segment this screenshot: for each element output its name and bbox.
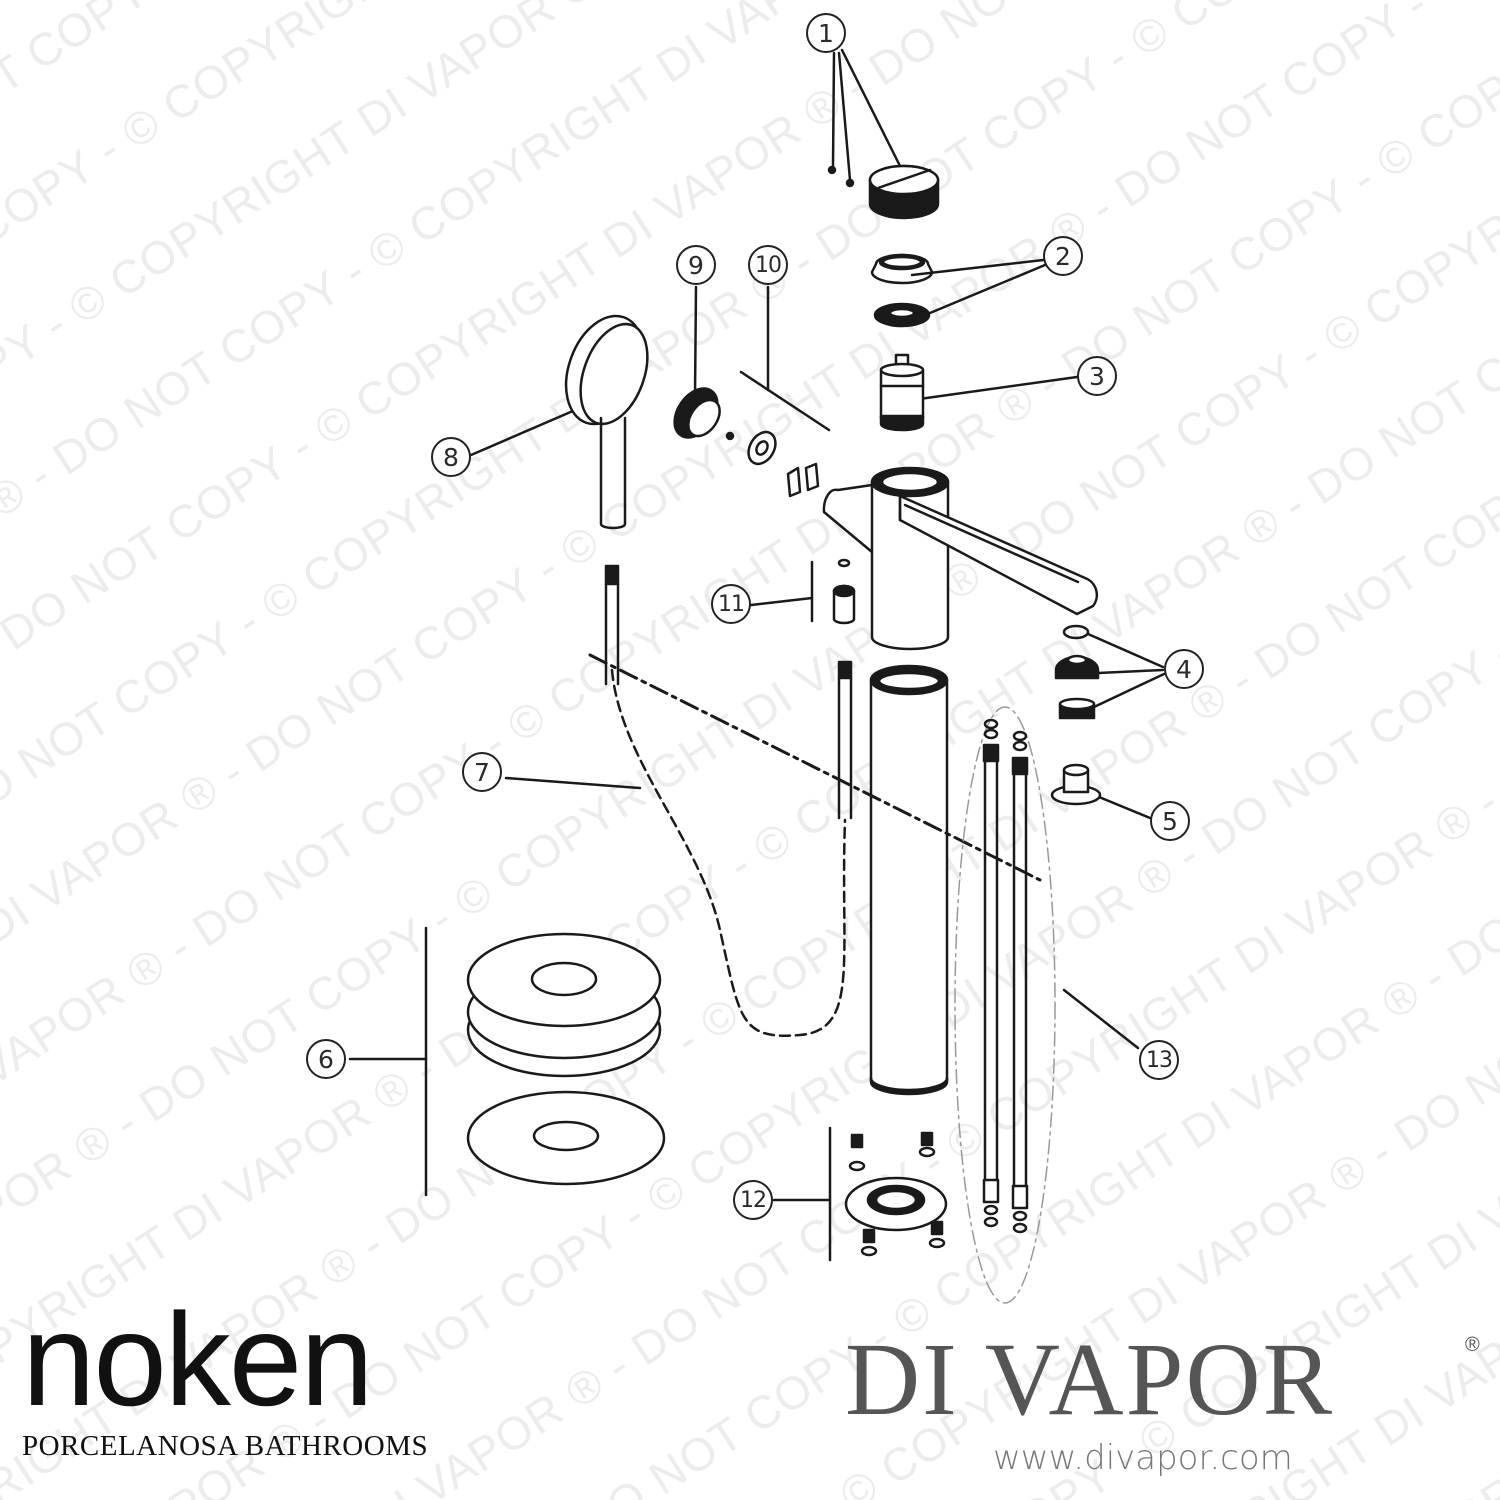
- callout-7[interactable]: 7: [462, 752, 502, 792]
- part-7-shower-hose[interactable]: [504, 668, 847, 1037]
- part-1-handle-cap[interactable]: [827, 48, 940, 220]
- noken-logo: noken: [22, 1286, 374, 1433]
- mixer-body[interactable]: [822, 466, 1099, 651]
- callout-13[interactable]: 13: [1139, 1040, 1179, 1080]
- part-3-cartridge[interactable]: [879, 353, 1079, 432]
- divapor-url-link[interactable]: www.divapor.com: [993, 1438, 1293, 1478]
- callout-10[interactable]: 10: [748, 245, 788, 285]
- callout-12[interactable]: 12: [733, 1180, 773, 1220]
- callout-3[interactable]: 3: [1077, 356, 1117, 396]
- callout-11[interactable]: 11: [711, 584, 751, 624]
- callout-8[interactable]: 8: [431, 437, 471, 477]
- shower-hose-outlet-pipe: [604, 564, 620, 686]
- part-2-rings[interactable]: [870, 253, 1047, 328]
- part-11-connector[interactable]: [749, 558, 856, 625]
- callout-2[interactable]: 2: [1043, 236, 1083, 276]
- part-6-floor-covers[interactable]: [348, 926, 666, 1197]
- part-5-diverter[interactable]: [1050, 763, 1152, 820]
- floor-level-line: [588, 653, 1042, 882]
- registered-mark: ®: [1465, 1334, 1480, 1356]
- part-12-flange-kit[interactable]: [772, 1126, 948, 1262]
- callout-6[interactable]: 6: [306, 1039, 346, 1079]
- column-pipe[interactable]: [869, 664, 949, 1096]
- divapor-brand-block: DI VAPOR ® www.divapor.com: [845, 1322, 1485, 1479]
- callout-9[interactable]: 9: [676, 245, 716, 285]
- callout-1[interactable]: 1: [806, 13, 846, 53]
- noken-brand-block: noken PORCELANOSA BATHROOMS: [22, 1286, 429, 1463]
- part-10-holder-internals[interactable]: [725, 285, 831, 498]
- callout-5[interactable]: 5: [1150, 801, 1190, 841]
- inlet-pipe: [837, 660, 853, 820]
- part-8-hand-shower[interactable]: [469, 305, 660, 530]
- divapor-logo: DI VAPOR: [845, 1322, 1334, 1437]
- part-4-aerator[interactable]: [1054, 624, 1166, 720]
- porcelanosa-tagline: PORCELANOSA BATHROOMS: [22, 1430, 429, 1462]
- part-13-flexible-hoses[interactable]: [954, 706, 1140, 1304]
- part-9-holder[interactable]: [666, 285, 726, 445]
- callout-4[interactable]: 4: [1164, 649, 1204, 689]
